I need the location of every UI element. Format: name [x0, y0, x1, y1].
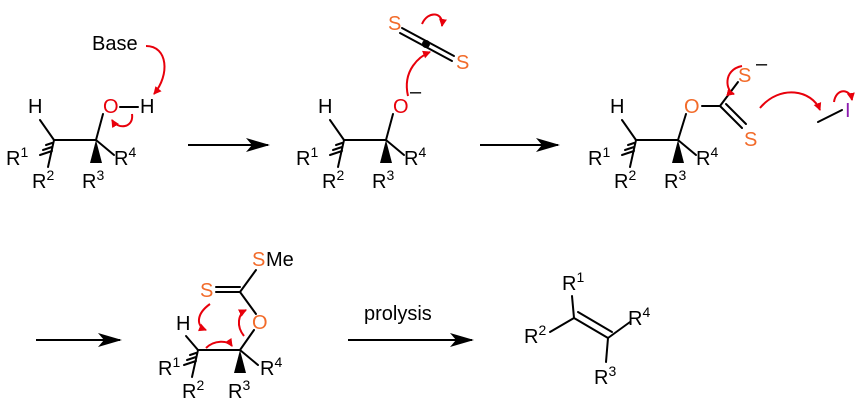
structure-alkoxide: S S H O – R1 R2 R3 R4 [296, 13, 469, 193]
wedge-bond-right-4 [234, 350, 246, 373]
thione-sulfur: S [744, 129, 757, 151]
co-cleave-arrow [237, 309, 247, 337]
cs-double-bond-b [725, 103, 747, 125]
ch-to-cc-arrow [205, 337, 233, 349]
r1-label-4: R1 [158, 354, 180, 380]
structure-alkene: R1 R2 R4 R3 [524, 269, 650, 389]
structure-xanthate-ester: S Me S O H R1 R2 R3 R4 [158, 249, 294, 403]
cs2-double-bond-a [401, 27, 429, 43]
r2-label-2: R2 [322, 167, 344, 193]
r4-label-2: R4 [404, 144, 426, 170]
ester-oxygen: O [252, 312, 268, 334]
ch-bond-3 [621, 119, 637, 141]
cs2-sulfur-top: S [388, 13, 401, 35]
iodide-leaving-arrow [833, 90, 855, 103]
cs2-double-bond-b [427, 41, 455, 57]
r2-label: R2 [32, 167, 54, 193]
oxygen-label: O [103, 96, 119, 118]
c1-r2-bond-2 [337, 139, 345, 168]
c1-r2-bond-5 [549, 317, 575, 333]
r1-label-2: R1 [296, 144, 318, 170]
prolysis-label: prolysis [364, 303, 432, 325]
r1-label-5: R1 [562, 269, 584, 295]
r3-label: R3 [82, 167, 104, 193]
cs-single-bond [719, 81, 739, 107]
h-atom-hydroxyl: H [140, 96, 154, 118]
sn2-attack-arrow [759, 91, 822, 111]
wedge-bond-right-2 [380, 140, 392, 163]
methyl-label: Me [266, 249, 294, 271]
oh-cleave-arrow [111, 113, 134, 129]
c-o-bond-4 [239, 291, 257, 315]
r2-label-4: R2 [182, 377, 204, 403]
cs2-double-bond-a2 [399, 32, 427, 48]
h-atom-4: H [176, 313, 190, 335]
base-label: Base [92, 33, 138, 55]
c2-r4-bond-3 [677, 139, 697, 156]
r4-label-5: R4 [628, 304, 650, 330]
c1-r2-bond-4 [191, 349, 199, 378]
r4-label-3: R4 [696, 144, 718, 170]
smethyl-sulfur: S [252, 249, 265, 271]
structure-alcohol: Base H O H R1 R2 R3 R4 [6, 33, 166, 193]
c2-r4-bond [95, 139, 115, 156]
alkene-bond-b [577, 311, 613, 333]
r4-label-4: R4 [260, 354, 282, 380]
thiolate-charge: – [756, 53, 768, 75]
thiolate-sulfur: S [738, 65, 751, 87]
base-attack-arrow [145, 45, 166, 95]
r4-label: R4 [114, 144, 136, 170]
r3-label-4: R3 [228, 377, 250, 403]
c-sme-bond [239, 269, 257, 293]
h-atom-3: H [610, 96, 624, 118]
methyl-bond [817, 109, 843, 123]
hashed-bond-left [39, 142, 53, 156]
r2-label-5: R2 [524, 322, 546, 348]
c2-r4-bond-5 [607, 321, 631, 339]
structure-xanthate-anion: H O S – S I R1 R2 R3 R4 [588, 53, 855, 193]
c2-r3-bond-5 [605, 337, 609, 363]
hashed-bond-left-4 [183, 352, 197, 366]
sulfur-to-h-arrow [198, 303, 211, 332]
c1-r1-bond-5 [571, 295, 575, 319]
co-bond [95, 113, 104, 141]
o-c2-bond-4 [239, 329, 255, 351]
hashed-bond-left-2 [329, 142, 343, 156]
wedge-bond-right-3 [672, 140, 684, 163]
cs2-sulfur-bottom: S [456, 52, 469, 74]
ch-bond-4 [185, 335, 199, 351]
xanthate-oxygen: O [684, 96, 700, 118]
thiolate-lone-pair-arrow [726, 65, 743, 97]
alkoxide-attack-arrow [405, 50, 431, 97]
r2-label-3: R2 [614, 167, 636, 193]
cs2-pi-arrow [421, 13, 447, 27]
cs-double-bond-a [719, 105, 743, 129]
alkoxide-charge: – [410, 81, 422, 103]
r3-label-3: R3 [664, 167, 686, 193]
c1-r2-bond [47, 139, 55, 168]
thione-sulfur-4: S [200, 280, 213, 302]
h-atom-left: H [28, 96, 42, 118]
ch-bond [39, 119, 55, 141]
c2-r4-bond-2 [385, 139, 405, 156]
r3-label-5: R3 [594, 363, 616, 389]
r1-label: R1 [6, 144, 28, 170]
oxygen-label-2: O [393, 96, 409, 118]
c2-r4-bond-4 [239, 349, 259, 366]
wedge-bond-right [90, 140, 102, 163]
r3-label-2: R3 [372, 167, 394, 193]
co-bond-3 [677, 113, 687, 141]
co-bond-2 [385, 113, 394, 141]
cs2-double-bond-b2 [425, 46, 453, 62]
c1-r2-bond-3 [629, 139, 637, 168]
ch-bond-2 [329, 119, 345, 141]
hashed-bond-left-3 [621, 142, 635, 156]
iodine-label: I [845, 100, 851, 122]
alkene-bond-a [573, 317, 609, 339]
h-atom-2: H [318, 96, 332, 118]
r1-label-3: R1 [588, 144, 610, 170]
